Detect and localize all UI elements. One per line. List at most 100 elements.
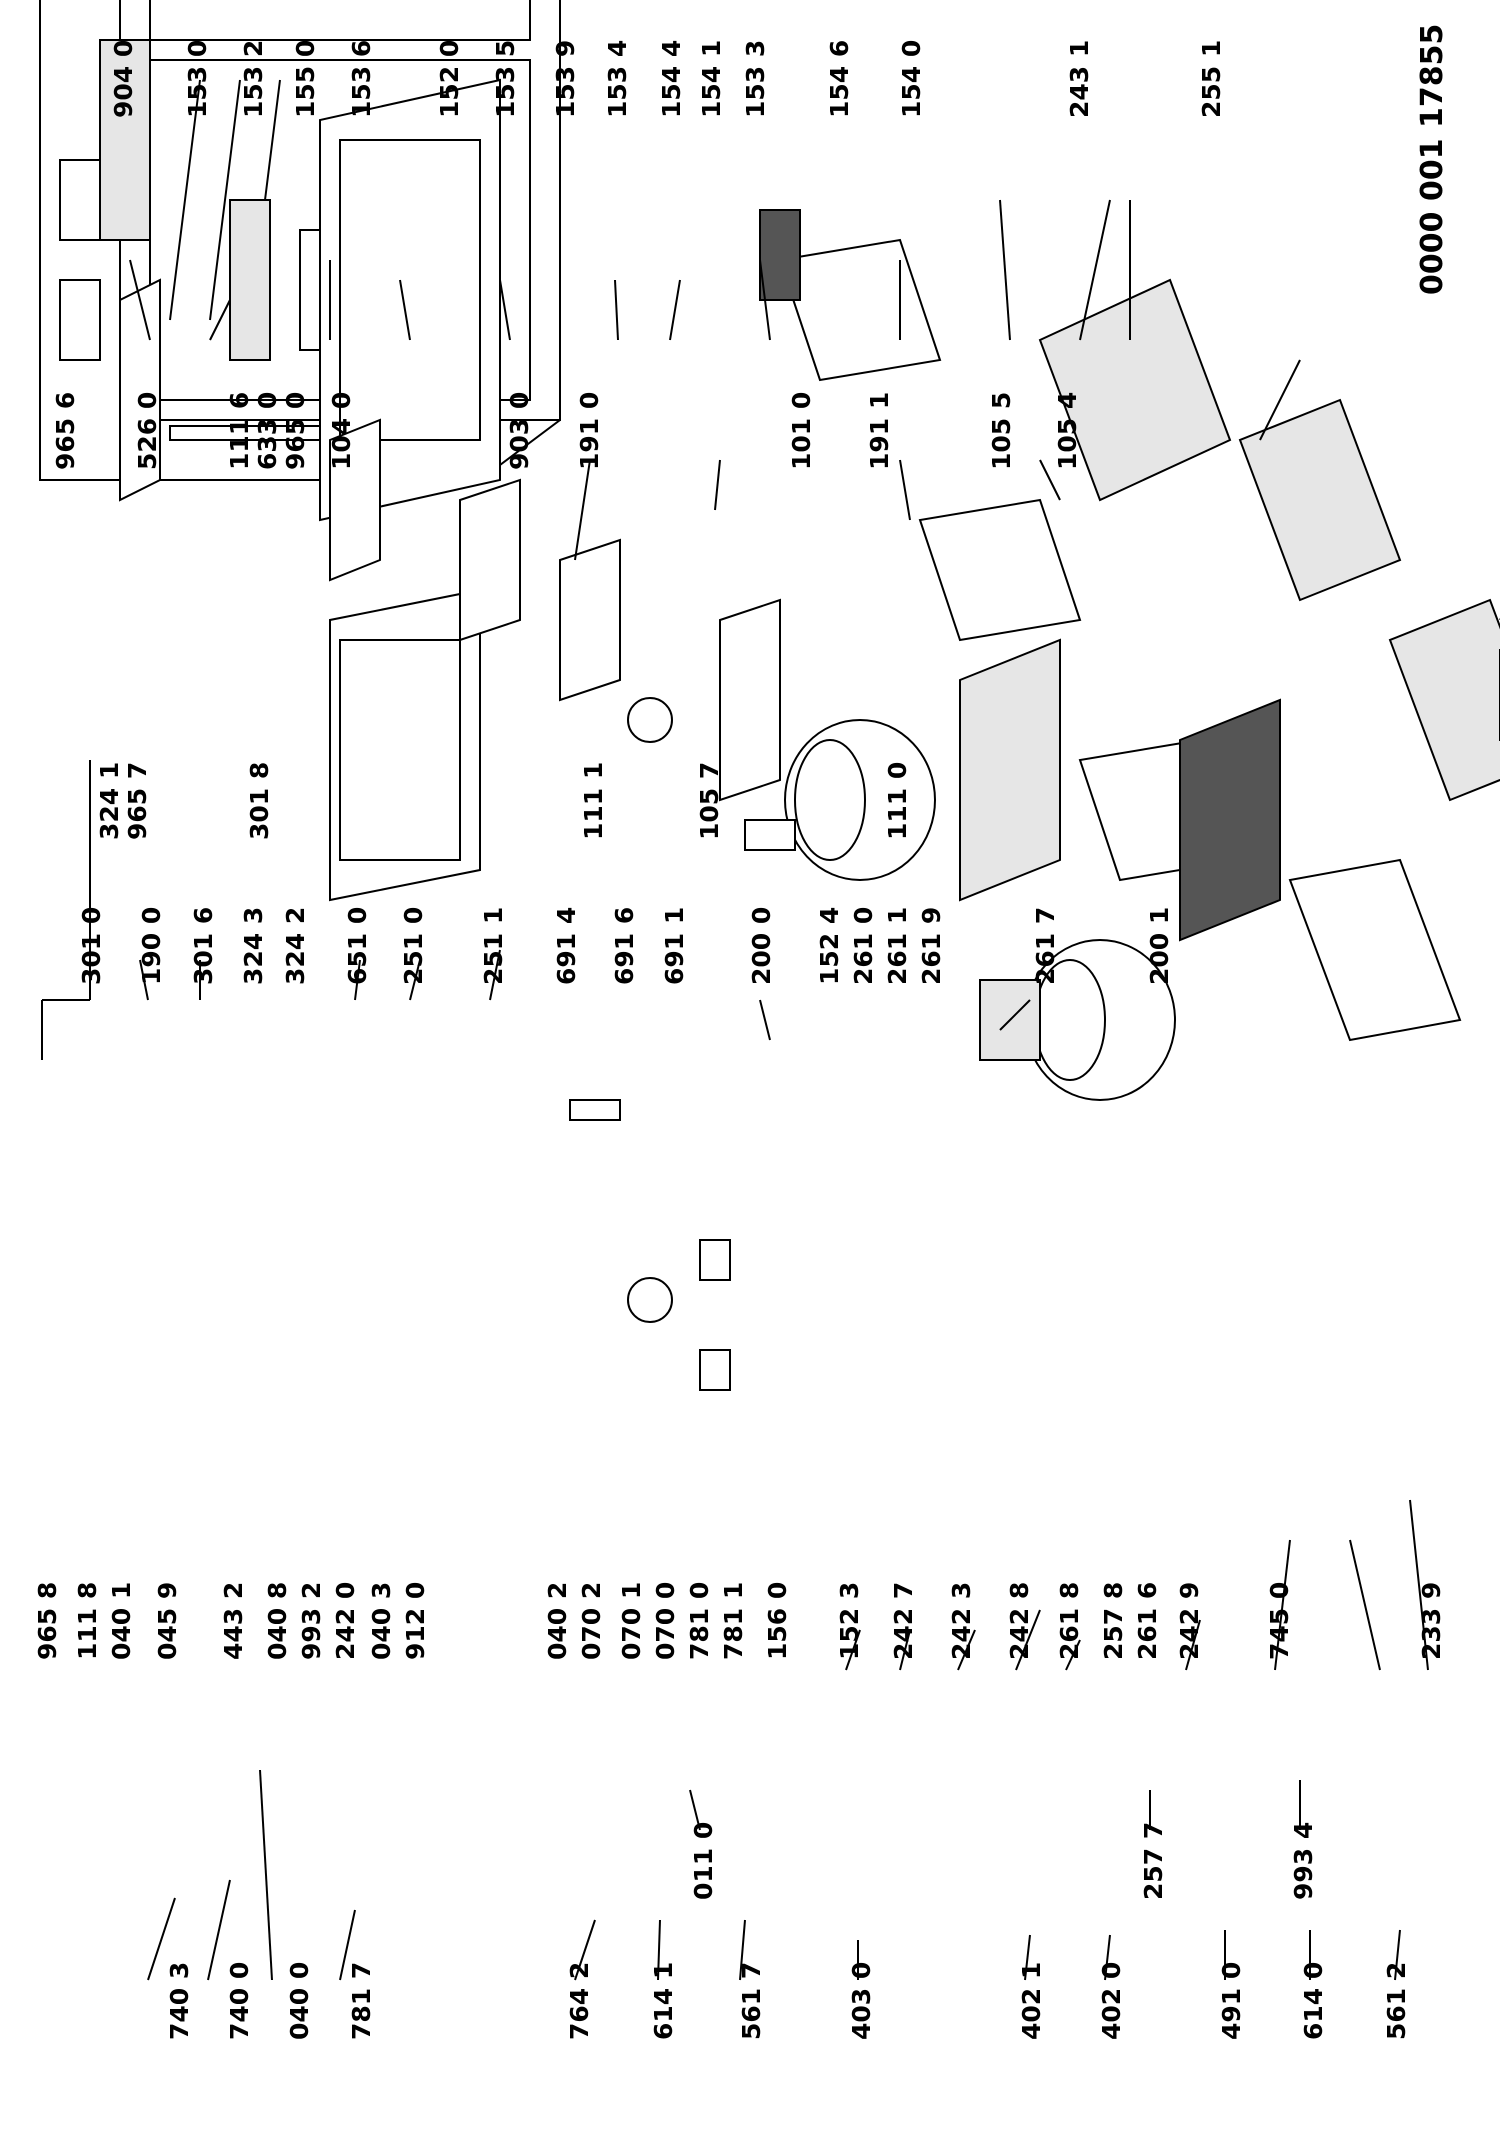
part-label: 040 2 [543,1582,572,1660]
part-label: 200 1 [1145,907,1174,985]
part-label: 965 6 [51,392,80,470]
part-label: 111 0 [883,762,912,840]
part-label: 633 0 [253,392,282,470]
part-label: 781 1 [719,1582,748,1660]
part-label: 040 1 [107,1582,136,1660]
part-label: 301 8 [245,762,274,840]
part-label: 242 7 [889,1582,918,1660]
part-label: 965 7 [123,762,152,840]
part-label: 904 0 [109,40,138,118]
part-label: 651 0 [343,907,372,985]
part-label: 561 2 [1382,1962,1411,2040]
part-label: 903 0 [505,392,534,470]
part-label: 154 4 [657,40,686,118]
part-label: 257 8 [1099,1582,1128,1660]
part-label: 190 0 [137,907,166,985]
part-label: 101 0 [787,392,816,470]
part-label: 153 2 [239,40,268,118]
part-label: 242 9 [1175,1582,1204,1660]
part-label: 242 3 [947,1582,976,1660]
part-label: 691 1 [660,907,689,985]
part-label: 740 3 [165,1962,194,2040]
part-label: 781 0 [685,1582,714,1660]
part-label: 156 0 [763,1582,792,1660]
part-label: 242 0 [331,1582,360,1660]
part-label: 040 8 [263,1582,292,1660]
part-label: 154 0 [897,40,926,118]
shelf-drawings [59,159,1281,942]
part-label: 324 1 [95,762,124,840]
part-label: 105 4 [1053,392,1082,470]
part-label: 324 2 [281,907,310,985]
part-label: 614 1 [649,1962,678,2040]
part-label: 040 3 [367,1582,396,1660]
part-label: 153 0 [183,40,212,118]
part-label: 257 7 [1139,1822,1168,1900]
part-label: 155 0 [291,40,320,118]
part-label: 251 0 [399,907,428,985]
part-label: 233 9 [1417,1582,1446,1660]
part-label: 251 1 [479,907,508,985]
part-label: 261 8 [1055,1582,1084,1660]
part-label: 691 6 [610,907,639,985]
part-label: 912 0 [401,1582,430,1660]
part-label: 965 8 [33,1582,62,1660]
compressor-drawings [569,697,1176,1391]
part-label: 261 7 [1031,907,1060,985]
part-label: 200 0 [747,907,776,985]
part-label: 403 0 [847,1962,876,2040]
part-label: 324 3 [239,907,268,985]
part-label: 191 0 [575,392,604,470]
part-label: 154 1 [697,40,726,118]
parts-drawings [39,0,1500,1391]
part-label: 261 0 [849,907,878,985]
door-drawings [99,39,501,902]
part-label: 070 1 [617,1582,646,1660]
part-label: 243 1 [1065,40,1094,118]
part-label: 491 0 [1217,1962,1246,2040]
part-label: 261 6 [1133,1582,1162,1660]
part-label: 764 2 [565,1962,594,2040]
part-label: 045 9 [153,1582,182,1660]
part-label: 443 2 [219,1582,248,1660]
part-label: 242 8 [1005,1582,1034,1660]
part-label: 111 8 [73,1582,102,1660]
part-label: 152 4 [815,907,844,985]
part-label: 011 0 [689,1822,718,1900]
part-label: 152 0 [435,40,464,118]
part-label: 261 1 [883,907,912,985]
part-label: 111 6 [225,392,254,470]
part-label: 152 3 [835,1582,864,1660]
part-label: 561 7 [737,1962,766,2040]
part-label: 040 0 [285,1962,314,2040]
part-label: 153 3 [741,40,770,118]
part-label: 104 0 [327,392,356,470]
part-label: 153 9 [551,40,580,118]
part-label: 105 7 [695,762,724,840]
part-label: 070 2 [577,1582,606,1660]
part-label: 111 1 [579,762,608,840]
part-label: 965 0 [281,392,310,470]
part-label: 614 0 [1299,1962,1328,2040]
part-label: 691 4 [552,907,581,985]
part-label: 261 9 [917,907,946,985]
leader-lines [41,199,1429,1981]
part-label: 402 0 [1097,1962,1126,2040]
part-label: 070 0 [651,1582,680,1660]
part-label: 993 2 [297,1582,326,1660]
document-number: 0000 001 17855 [1415,24,1450,295]
part-label: 745 0 [1265,1582,1294,1660]
part-label: 154 6 [825,40,854,118]
part-label: 781 7 [347,1962,376,2040]
part-label: 301 0 [77,907,106,985]
part-label: 105 5 [987,392,1016,470]
part-label: 993 4 [1289,1822,1318,1900]
part-label: 153 5 [491,40,520,118]
part-labels: 740 3 740 0 040 0 781 7 764 2 614 1 561 … [33,24,1450,2040]
part-label: 526 0 [133,392,162,470]
part-label: 402 1 [1017,1962,1046,2040]
part-label: 191 1 [865,392,894,470]
part-label: 153 4 [603,40,632,118]
part-label: 740 0 [225,1962,254,2040]
